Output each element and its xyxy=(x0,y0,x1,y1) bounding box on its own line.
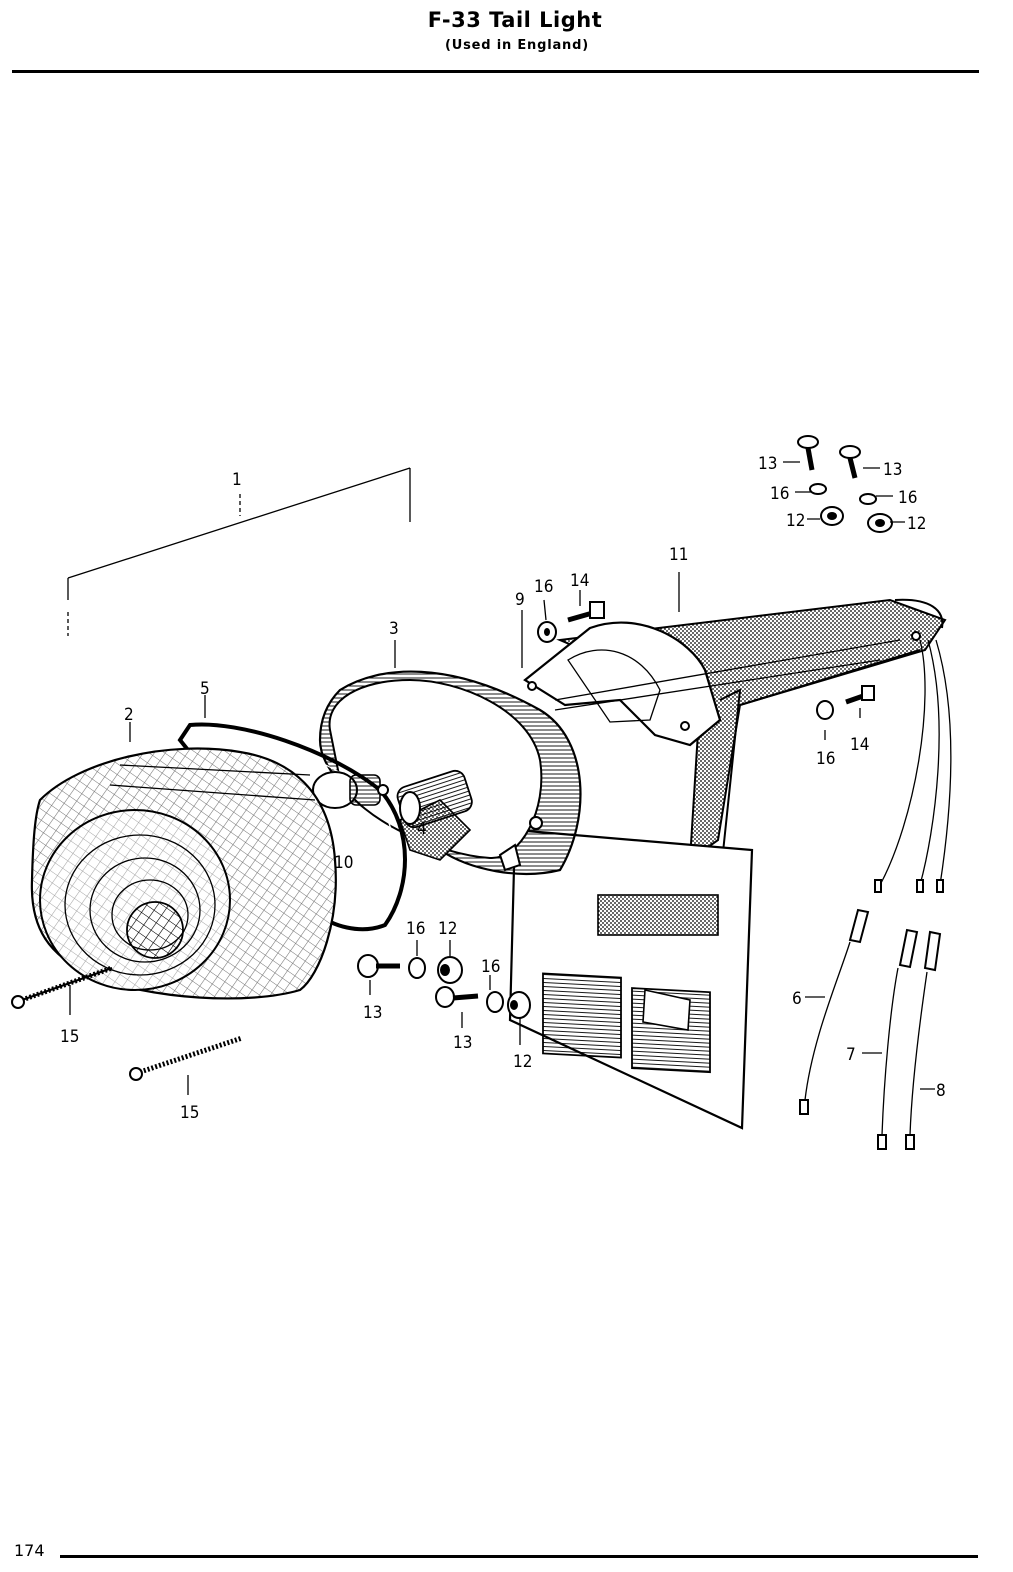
callout-13c: 13 xyxy=(363,1003,382,1023)
callout-13b: 13 xyxy=(883,460,902,480)
callout-4: 4 xyxy=(417,819,427,839)
callout-16c: 16 xyxy=(534,577,553,597)
callout-1: 1 xyxy=(232,470,242,490)
callout-12a: 12 xyxy=(786,511,805,531)
callout-16e: 16 xyxy=(406,919,425,939)
callout-13d: 13 xyxy=(453,1033,472,1053)
callout-12b: 12 xyxy=(907,514,926,534)
callout-labels: 1 2 3 4 5 6 7 8 9 10 11 12 12 12 12 13 1… xyxy=(60,454,946,1123)
callout-9: 9 xyxy=(515,590,525,610)
callout-5: 5 xyxy=(200,679,210,699)
callout-16b: 16 xyxy=(898,488,917,508)
callout-12d: 12 xyxy=(513,1052,532,1072)
callout-15b: 15 xyxy=(180,1103,199,1123)
callout-16d: 16 xyxy=(816,749,835,769)
page-number: 174 xyxy=(14,1541,45,1560)
callout-12c: 12 xyxy=(438,919,457,939)
page-title: F-33 Tail Light xyxy=(427,8,603,32)
callout-7: 7 xyxy=(846,1045,856,1065)
connector-leads xyxy=(799,908,942,1150)
top-divider xyxy=(12,70,979,73)
callout-11: 11 xyxy=(669,545,688,565)
lens-screws xyxy=(11,965,243,1081)
callout-16a: 16 xyxy=(770,484,789,504)
tail-light-lens xyxy=(30,747,337,1000)
callout-2: 2 xyxy=(124,705,134,725)
lamp-base xyxy=(318,670,582,876)
callout-14a: 14 xyxy=(570,571,589,591)
page-subtitle: (Used in England) xyxy=(445,38,589,53)
mounting-hardware xyxy=(357,435,893,1019)
wiring-leads xyxy=(554,639,952,893)
callout-16f: 16 xyxy=(481,957,500,977)
bulb xyxy=(312,771,389,809)
callout-15a: 15 xyxy=(60,1027,79,1047)
licence-plate-holder xyxy=(508,828,754,1130)
callout-10: 10 xyxy=(334,853,353,873)
callout-8: 8 xyxy=(936,1081,946,1101)
callout-14b: 14 xyxy=(850,735,869,755)
bottom-divider xyxy=(60,1555,978,1558)
callout-6: 6 xyxy=(792,989,802,1009)
assembly-bracket xyxy=(67,467,411,636)
callout-3: 3 xyxy=(389,619,399,639)
callout-leaders xyxy=(69,461,935,1095)
callout-13a: 13 xyxy=(758,454,777,474)
